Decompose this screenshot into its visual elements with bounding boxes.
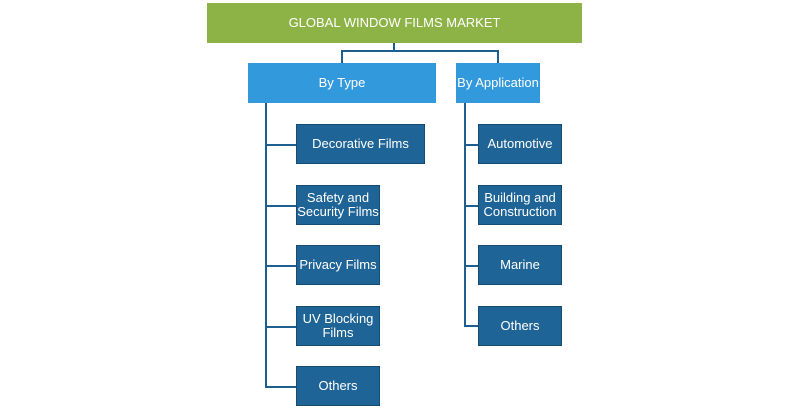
application-automotive: Automotive [478, 124, 562, 164]
by-type-trunk [265, 103, 267, 388]
connector-to-by-type [341, 50, 343, 63]
type-decorative-films: Decorative Films [296, 124, 425, 164]
type-uv-blocking-films: UV Blocking Films [296, 306, 380, 346]
leaf-label: UV Blocking Films [302, 311, 374, 340]
type-others: Others [296, 366, 380, 406]
leaf-label: Others [500, 318, 540, 333]
leaf-label: Building and Construction [483, 190, 557, 219]
by-application-branch [464, 265, 478, 267]
by-application-branch [464, 325, 478, 327]
leaf-label: Marine [500, 257, 540, 272]
by-type-branch [265, 326, 296, 328]
category-label: By Type [318, 75, 366, 90]
leaf-label: Automotive [487, 136, 553, 151]
connector-to-by-application [497, 50, 499, 63]
connector-root-horizontal [341, 50, 499, 52]
application-marine: Marine [478, 245, 562, 285]
category-label: By Application [457, 75, 539, 90]
application-building-construction: Building and Construction [478, 185, 562, 225]
application-others: Others [478, 306, 562, 346]
by-application-branch [464, 205, 478, 207]
type-privacy-films: Privacy Films [296, 245, 380, 285]
root-node: GLOBAL WINDOW FILMS MARKET [207, 3, 582, 43]
leaf-label: Others [318, 378, 358, 393]
category-by-type: By Type [248, 63, 436, 103]
by-type-branch [265, 386, 296, 388]
by-application-trunk [464, 103, 466, 327]
connector-root-vertical [393, 43, 395, 51]
leaf-label: Privacy Films [299, 257, 377, 272]
type-safety-security-films: Safety and Security Films [296, 185, 380, 225]
by-type-branch [265, 205, 296, 207]
category-by-application: By Application [456, 63, 540, 103]
root-title: GLOBAL WINDOW FILMS MARKET [288, 15, 501, 30]
leaf-label: Decorative Films [312, 136, 409, 151]
by-type-branch [265, 144, 296, 146]
leaf-label: Safety and Security Films [297, 190, 379, 219]
by-application-branch [464, 144, 478, 146]
by-type-branch [265, 265, 296, 267]
